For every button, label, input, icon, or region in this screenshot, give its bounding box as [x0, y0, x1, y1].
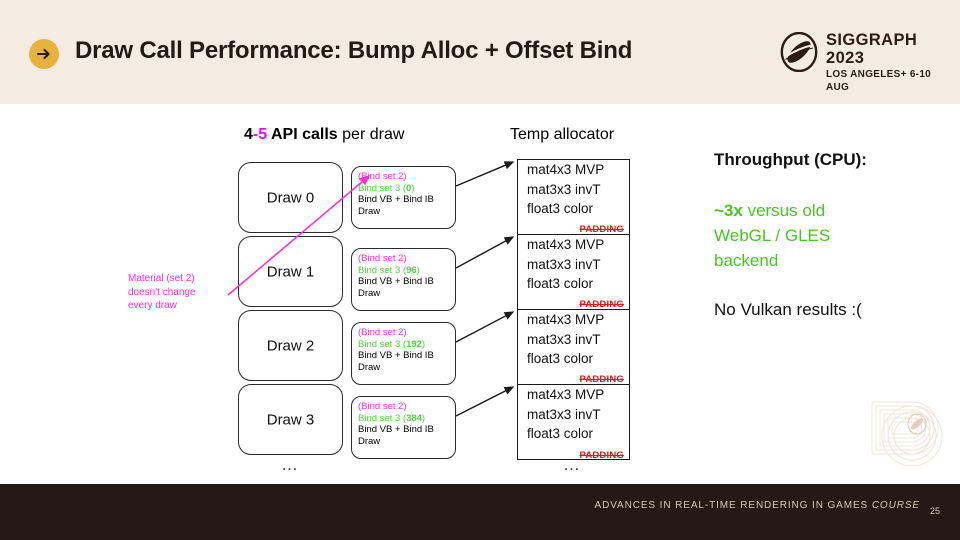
- bind-vb-ib-line: Bind VB + Bind IB: [358, 276, 434, 288]
- bind-set-3-suffix: ): [416, 264, 420, 276]
- allocator-cell-0: mat4x3 MVP mat3x3 invT float3 color PADD…: [518, 160, 629, 235]
- draw-line: Draw: [358, 287, 381, 299]
- allocator-padding-label: PADDING: [579, 450, 624, 461]
- ellipsis-draws: …: [281, 455, 300, 474]
- bind-set-3-offset: 192: [406, 338, 422, 350]
- api-calls-box-1[interactable]: (Bind set 2) Bind set 3 (96) Bind VB + B…: [351, 248, 456, 311]
- allocator-padding-label: PADDING: [579, 224, 624, 235]
- bind-set-2-line: (Bind set 2): [358, 327, 407, 338]
- bind-set-3-suffix: ): [411, 182, 415, 194]
- allocator-line-mvp: mat4x3 MVP: [527, 387, 605, 402]
- bind-set-3-line: Bind set 3 (96): [358, 265, 455, 277]
- arrow-draw3-to-alloc: [455, 386, 515, 417]
- allocator-cell-3: mat4x3 MVP mat3x3 invT float3 color PADD…: [518, 385, 629, 461]
- caption-api-calls: 4-5 API calls per draw: [244, 126, 404, 144]
- api-calls-box-2[interactable]: (Bind set 2) Bind set 3 (192) Bind VB + …: [351, 322, 456, 385]
- bind-set-2-line: (Bind set 2): [358, 401, 407, 412]
- allocator-line-mvp: mat4x3 MVP: [527, 162, 605, 177]
- bind-set-3-prefix: Bind set 3 (: [358, 412, 407, 424]
- caption-api-regular-rest: per draw: [337, 126, 405, 143]
- bind-vb-ib-line: Bind VB + Bind IB: [358, 194, 434, 206]
- siggraph-ball-icon: [780, 32, 818, 72]
- bind-set-3-line: Bind set 3 (192): [358, 339, 455, 351]
- draw-box-3[interactable]: Draw 3: [238, 384, 343, 455]
- bind-set-3-offset: 384: [406, 412, 422, 424]
- throughput-green-line3: backend: [714, 251, 779, 270]
- material-note-line1: Material (set 2): [128, 273, 195, 284]
- bind-set-3-line: Bind set 3 (384): [358, 413, 455, 425]
- draw-box-label: Draw 0: [266, 189, 315, 206]
- allocator-line-color: float3 color: [527, 276, 594, 292]
- footer-course-text: ADVANCES IN REAL-TIME RENDERING IN GAMES…: [595, 500, 921, 511]
- allocator-line-color: float3 color: [527, 426, 594, 442]
- ellipsis-allocator: …: [563, 455, 582, 474]
- bind-vb-ib-line: Bind VB + Bind IB: [358, 424, 434, 436]
- draw-box-label: Draw 1: [266, 263, 315, 280]
- allocator-padding-label: PADDING: [579, 299, 624, 310]
- bind-set-2-line: (Bind set 2): [358, 171, 407, 182]
- caption-api-dash-num: -5: [252, 126, 268, 143]
- arrow-draw1-to-alloc: [455, 236, 515, 269]
- material-note: Material (set 2) doesn't change every dr…: [128, 272, 196, 313]
- caption-temp-allocator: Temp allocator: [510, 126, 615, 143]
- allocator-line-mvp: mat4x3 MVP: [527, 237, 605, 252]
- siggraph-watermark-icon: [871, 401, 943, 467]
- siggraph-logo-line1: SIGGRAPH 2023: [826, 31, 918, 67]
- arrow-right-icon: [29, 39, 59, 69]
- siggraph-logo-line2: LOS ANGELES+ 6-10 AUG: [826, 69, 932, 93]
- caption-api-num: 4: [244, 126, 253, 143]
- draw-box-label: Draw 3: [266, 411, 315, 428]
- draw-line: Draw: [358, 205, 381, 217]
- temp-allocator-block: mat4x3 MVP mat3x3 invT float3 color PADD…: [517, 159, 630, 461]
- material-note-line3: every draw: [128, 300, 177, 311]
- draw-box-1[interactable]: Draw 1: [238, 236, 343, 307]
- throughput-green-text: ~3x versus old WebGL / GLES backend: [714, 198, 830, 273]
- draw-box-0[interactable]: Draw 0: [238, 162, 343, 233]
- api-calls-box-0[interactable]: (Bind set 2) Bind set 3 (0) Bind VB + Bi…: [351, 166, 456, 229]
- draw-line: Draw: [358, 361, 381, 373]
- throughput-green-line2: WebGL / GLES: [714, 226, 831, 245]
- api-calls-box-3[interactable]: (Bind set 2) Bind set 3 (384) Bind VB + …: [351, 396, 456, 459]
- page-title: Draw Call Performance: Bump Alloc + Offs…: [75, 37, 633, 64]
- allocator-cell-2: mat4x3 MVP mat3x3 invT float3 color PADD…: [518, 310, 629, 385]
- bind-vb-ib-line: Bind VB + Bind IB: [358, 350, 434, 362]
- bind-set-3-offset: 96: [406, 264, 417, 276]
- throughput-speedup: ~3x: [714, 201, 743, 220]
- draw-line: Draw: [358, 435, 381, 447]
- bind-set-3-prefix: Bind set 3 (: [358, 338, 407, 350]
- draw-box-label: Draw 2: [266, 337, 315, 354]
- bind-set-3-suffix: ): [421, 338, 426, 350]
- bind-set-3-suffix: ): [421, 412, 426, 424]
- bind-set-3-prefix: Bind set 3 (: [358, 264, 407, 276]
- footer-text-italic: COURSE: [871, 500, 920, 511]
- allocator-cell-1: mat4x3 MVP mat3x3 invT float3 color PADD…: [518, 235, 629, 310]
- allocator-line-invt: mat3x3 invT: [527, 181, 601, 197]
- allocator-line-invt: mat3x3 invT: [527, 256, 601, 272]
- draw-box-2[interactable]: Draw 2: [238, 310, 343, 381]
- throughput-green-rest: versus old: [742, 201, 826, 220]
- allocator-line-color: float3 color: [527, 351, 594, 367]
- arrow-draw2-to-alloc: [455, 311, 515, 343]
- bind-set-3-line: Bind set 3 (0): [358, 183, 455, 195]
- bind-set-2-line: (Bind set 2): [358, 253, 407, 264]
- allocator-line-invt: mat3x3 invT: [527, 406, 601, 422]
- allocator-padding-label: PADDING: [579, 374, 624, 385]
- slide-footer: [0, 484, 960, 540]
- caption-api-bold-rest: API calls: [267, 126, 338, 143]
- allocator-line-invt: mat3x3 invT: [527, 331, 601, 347]
- slide-header: Draw Call Performance: Bump Alloc + Offs…: [0, 0, 960, 104]
- slide-number: 25: [929, 506, 940, 516]
- arrow-draw0-to-alloc: [455, 161, 515, 187]
- bind-set-3-prefix: Bind set 3 (: [358, 182, 407, 194]
- material-note-line2: doesn't change: [128, 286, 196, 298]
- footer-text-plain: ADVANCES IN REAL-TIME RENDERING IN GAMES: [594, 500, 872, 511]
- siggraph-logo: SIGGRAPH 2023 LOS ANGELES+ 6-10 AUG: [779, 30, 949, 93]
- throughput-title: Throughput (CPU):: [714, 150, 867, 169]
- allocator-line-mvp: mat4x3 MVP: [527, 312, 605, 327]
- vulkan-note: No Vulkan results :(: [714, 300, 862, 319]
- bind-set-3-offset: 0: [406, 182, 412, 194]
- allocator-line-color: float3 color: [527, 201, 594, 217]
